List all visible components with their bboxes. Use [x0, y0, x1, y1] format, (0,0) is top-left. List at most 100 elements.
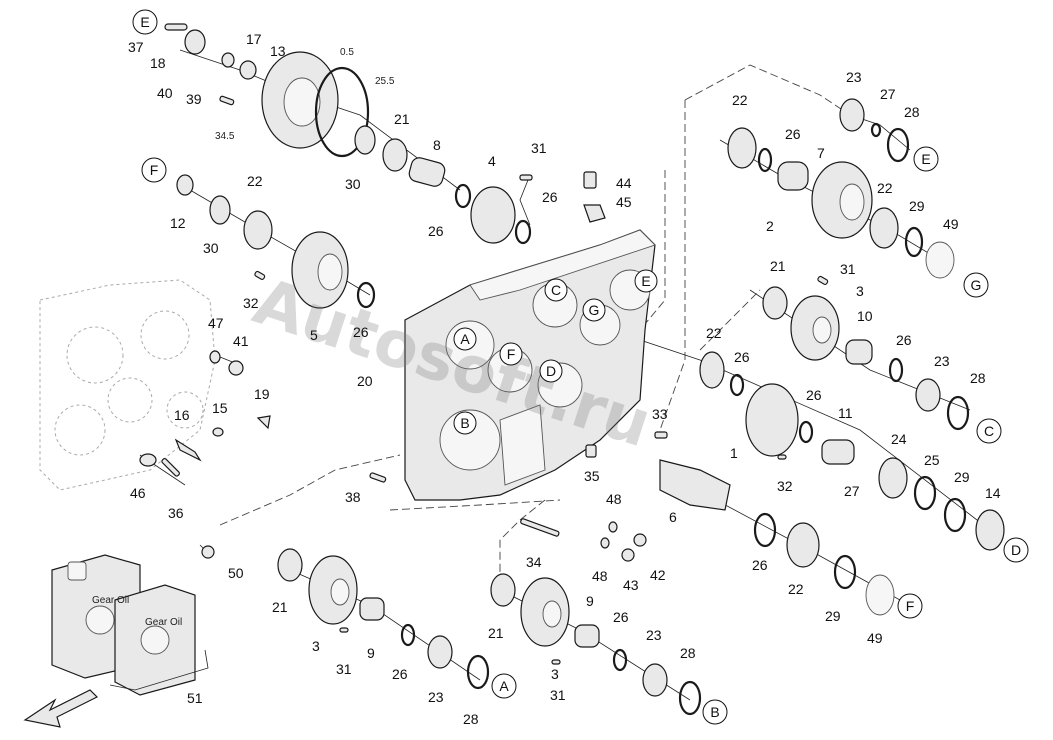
callout-1: 1 — [730, 445, 738, 461]
callout-27: 27 — [880, 86, 896, 102]
callout-37: 37 — [128, 39, 144, 55]
callout-16: 16 — [174, 407, 190, 423]
callout-8: 8 — [433, 137, 441, 153]
callout-27: 27 — [844, 483, 860, 499]
ref-marker-b: B — [702, 699, 728, 725]
gear-4-group — [454, 171, 606, 245]
svg-text:F: F — [906, 598, 915, 614]
callout-21: 21 — [394, 111, 410, 127]
callout-29: 29 — [909, 198, 925, 214]
callout-20: 20 — [357, 373, 373, 389]
callout-26: 26 — [752, 557, 768, 573]
callout-26: 26 — [785, 126, 801, 142]
right-mid-shaft — [699, 351, 1005, 551]
callout-26: 26 — [542, 189, 558, 205]
callout-9: 9 — [586, 593, 594, 609]
output-shaft-6 — [659, 459, 895, 616]
callout-24: 24 — [891, 431, 907, 447]
svg-text:E: E — [921, 151, 930, 167]
engine-ghost-outline — [39, 279, 216, 491]
callout-22: 22 — [247, 173, 263, 189]
callout-29: 29 — [954, 469, 970, 485]
dimension-0-5: 0.5 — [340, 47, 354, 58]
callout-32: 32 — [777, 478, 793, 494]
middle-right-shaft — [762, 286, 970, 431]
svg-text:F: F — [507, 346, 516, 362]
ref-marker-f: F — [141, 157, 167, 183]
ref-marker-f: F — [499, 342, 523, 366]
callout-49: 49 — [943, 216, 959, 232]
svg-text:C: C — [551, 282, 561, 298]
callout-48: 48 — [606, 491, 622, 507]
left-shaft-gears — [176, 174, 376, 309]
svg-text:E: E — [140, 14, 149, 30]
callout-44: 44 — [616, 175, 632, 191]
callout-22: 22 — [877, 180, 893, 196]
callout-31: 31 — [840, 261, 856, 277]
svg-text:A: A — [499, 678, 509, 694]
callout-6: 6 — [669, 509, 677, 525]
svg-text:D: D — [1011, 542, 1021, 558]
svg-text:F: F — [150, 162, 159, 178]
callout-49: 49 — [867, 630, 883, 646]
fasteners — [139, 270, 829, 665]
callout-34: 34 — [526, 554, 542, 570]
ref-marker-e: E — [913, 146, 939, 172]
callout-41: 41 — [233, 333, 249, 349]
callout-51: 51 — [187, 690, 203, 706]
callout-9: 9 — [367, 645, 375, 661]
callout-26: 26 — [353, 324, 369, 340]
callout-28: 28 — [904, 104, 920, 120]
callout-39: 39 — [186, 91, 202, 107]
callout-35: 35 — [584, 468, 600, 484]
callout-4: 4 — [488, 153, 496, 169]
svg-text:A: A — [460, 331, 470, 347]
callout-26: 26 — [734, 349, 750, 365]
callout-3: 3 — [856, 283, 864, 299]
lower-middle-gear-train — [490, 573, 702, 716]
oil-label-2: Gear Oil — [145, 617, 182, 628]
dashed-assembly-lines — [219, 64, 851, 580]
callout-29: 29 — [825, 608, 841, 624]
ref-marker-a: A — [491, 673, 517, 699]
callout-22: 22 — [732, 92, 748, 108]
callout-7: 7 — [817, 145, 825, 161]
callout-18: 18 — [150, 55, 166, 71]
callout-40: 40 — [157, 85, 173, 101]
svg-text:B: B — [710, 704, 719, 720]
callout-33: 33 — [652, 406, 668, 422]
callout-25: 25 — [924, 452, 940, 468]
callout-45: 45 — [616, 194, 632, 210]
callout-47: 47 — [208, 315, 224, 331]
callout-21: 21 — [770, 258, 786, 274]
callout-22: 22 — [788, 581, 804, 597]
callout-23: 23 — [646, 627, 662, 643]
callout-38: 38 — [345, 489, 361, 505]
gear-oil-canisters: Gear Oil Gear Oil — [23, 554, 209, 728]
svg-text:D: D — [546, 363, 556, 379]
part-number-callouts: 1 2 3 3 3 4 5 6 7 8 9 9 10 11 12 13 14 1… — [128, 31, 1001, 727]
callout-36: 36 — [168, 505, 184, 521]
reference-markers: E F E G C D F A B C G E A F D B — [132, 9, 1029, 725]
dimension-25-5: 25.5 — [375, 76, 395, 87]
callout-11: 11 — [838, 405, 853, 421]
callout-14: 14 — [985, 485, 1001, 501]
ref-marker-a: A — [453, 327, 477, 351]
svg-text:B: B — [460, 415, 469, 431]
callout-48: 48 — [592, 568, 608, 584]
callout-26: 26 — [392, 666, 408, 682]
callout-5: 5 — [310, 327, 318, 343]
svg-text:E: E — [641, 273, 650, 289]
callout-21: 21 — [272, 599, 288, 615]
callout-3: 3 — [551, 666, 559, 682]
callout-26: 26 — [428, 223, 444, 239]
ref-marker-d: D — [539, 359, 563, 383]
callout-17: 17 — [246, 31, 262, 47]
oil-label-1: Gear Oil — [92, 595, 129, 606]
callout-50: 50 — [228, 565, 244, 581]
ref-marker-f: F — [897, 593, 923, 619]
callout-2: 2 — [766, 218, 774, 234]
callout-30: 30 — [203, 240, 219, 256]
